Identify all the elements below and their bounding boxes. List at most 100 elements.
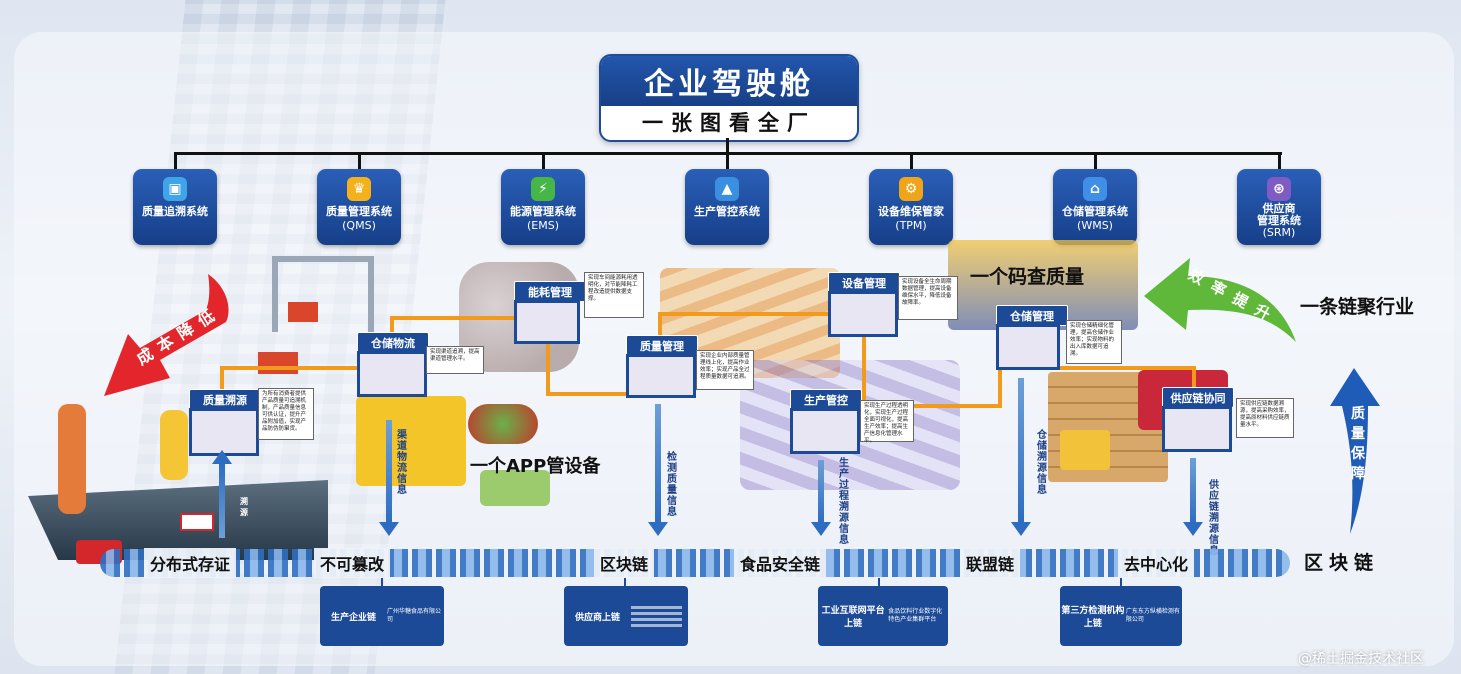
system-card-sublabel: (SRM) xyxy=(1262,226,1296,239)
system-card-label: 供应商 xyxy=(1262,202,1296,215)
flow-label-supply-trace: 供应链溯源信息 xyxy=(1209,480,1219,557)
chain-card-lab[interactable]: 第三方检测机构上链 广东东方纵横检测有限公司 xyxy=(1060,586,1182,646)
flow-label-inspect: 检测质量信息 xyxy=(667,452,677,518)
energy-icon: ⚡ xyxy=(531,177,555,201)
pipe xyxy=(546,392,658,396)
supplier-icon: ⊛ xyxy=(1267,177,1291,201)
system-card-ems[interactable]: ⚡ 能源管理系统 (EMS) xyxy=(501,169,585,245)
tree-branch xyxy=(910,152,913,170)
chain-label: 分布式存证 xyxy=(144,548,237,578)
module-warehouse-screen[interactable] xyxy=(996,324,1060,370)
card-connector xyxy=(1120,578,1122,588)
system-card-tpm[interactable]: ⚙ 设备维保管家 (TPM) xyxy=(869,169,953,245)
module-storage-header: 仓储物流 xyxy=(357,332,429,353)
module-equipment-screen[interactable] xyxy=(828,291,898,337)
pipe xyxy=(862,404,1002,408)
slogan-code: 一个码查质量 xyxy=(970,266,1085,288)
module-equipment-header: 设备管理 xyxy=(828,272,900,293)
tree-branch xyxy=(174,152,177,170)
module-production-screen[interactable] xyxy=(790,408,860,454)
tree-branch xyxy=(358,152,361,170)
pipe xyxy=(998,366,1196,370)
watermark: @稀土掘金技术社区 xyxy=(1298,651,1424,667)
page-title: 企业驾驶舱 xyxy=(601,56,857,106)
module-production-header: 生产管控 xyxy=(790,389,862,410)
efficiency-up-arrow xyxy=(1144,258,1296,342)
production-icon: ▲ xyxy=(715,177,739,201)
chain-label: 食品安全链 xyxy=(734,548,827,578)
chain-card-platform[interactable]: 工业互联网平台上链 食品饮料行业数字化特色产业集群平台 xyxy=(818,586,948,646)
delivery-truck-illustration xyxy=(356,396,466,486)
flow-label-warehouse-trace: 仓储溯源信息 xyxy=(1037,430,1047,496)
system-card-label: 质量追溯系统 xyxy=(142,205,208,218)
chain-card-title: 第三方检测机构上链 xyxy=(1061,606,1125,629)
flow-arrow-up xyxy=(219,462,225,538)
flow-arrow-down xyxy=(1011,378,1031,536)
flow-arrow-up-head xyxy=(212,450,232,464)
container-illustration xyxy=(258,352,298,374)
chain-label: 区块链 xyxy=(594,548,655,578)
chain-card-company: 广东东方纵横检测有限公司 xyxy=(1125,608,1180,623)
chain-card-producer[interactable]: 生产企业链 广州华糖食品有限公司 xyxy=(320,586,444,646)
container-illustration xyxy=(288,302,318,322)
tree-branch xyxy=(726,152,729,170)
module-trace-header: 质量溯源 xyxy=(189,389,261,410)
quality-up-arrow xyxy=(1330,368,1380,534)
pipe xyxy=(546,316,550,396)
chain-card-company: 广州华糖食品有限公司 xyxy=(386,608,441,623)
slogan-app: 一个APP管设备 xyxy=(470,456,601,477)
module-production-note: 实现生产过程透明化，实现生产过程全面可视化，提高生产效率；提高生产信息化管理水平… xyxy=(860,400,914,444)
chain-card-company: 食品饮料行业数字化特色产业集群平台 xyxy=(888,608,943,623)
module-storage-screen[interactable] xyxy=(357,351,427,397)
module-supply-header: 供应链协同 xyxy=(1162,387,1234,408)
system-card-sublabel: (WMS) xyxy=(1077,219,1113,232)
card-connector xyxy=(878,578,880,588)
module-equipment-note: 实现设备全生命周期数据管理，提高设备维保水平，降低设备故障率。 xyxy=(898,276,958,320)
flow-arrow-down xyxy=(379,420,399,536)
cost-down-arrow xyxy=(104,274,229,396)
flow-label-channel: 渠道物流信息 xyxy=(397,430,407,496)
module-supply-screen[interactable] xyxy=(1162,406,1232,452)
chain-card-title: 生产企业链 xyxy=(330,612,376,623)
chain-label: 不可篡改 xyxy=(314,548,391,578)
flow-arrow-down xyxy=(648,404,668,536)
flow-arrow-down xyxy=(1183,458,1203,536)
system-card-sublabel: (EMS) xyxy=(526,219,559,232)
tree-branch xyxy=(542,152,545,170)
tree-trunk xyxy=(726,138,729,154)
module-trace-note: 为所有消费者提供产品质量可追溯机制，产品质量信息可供认证，提升产品附加值，实现产… xyxy=(258,388,314,440)
system-card-wms[interactable]: ⌂ 仓储管理系统 (WMS) xyxy=(1053,169,1137,245)
pipe xyxy=(658,312,862,316)
quality-icon: ♛ xyxy=(347,177,371,201)
system-card-srm[interactable]: ⊛ 供应商 管理系统 (SRM) xyxy=(1237,169,1321,245)
card-connector xyxy=(624,578,626,588)
tree-branch xyxy=(1278,152,1281,170)
system-card-qms[interactable]: ♛ 质量管理系统 (QMS) xyxy=(317,169,401,245)
system-card-label: 质量管理系统 xyxy=(326,205,392,218)
chain-card-supplier[interactable]: 供应商上链 xyxy=(564,586,688,646)
system-card-label: 设备维保管家 xyxy=(878,205,944,218)
module-quality-header: 质量管理 xyxy=(626,335,698,356)
pipe xyxy=(220,366,224,392)
module-energy-screen[interactable] xyxy=(514,300,580,344)
system-card-label: 仓储管理系统 xyxy=(1062,205,1128,218)
van-illustration xyxy=(480,470,550,506)
forklift-illustration xyxy=(1060,430,1110,470)
checkout-sign-illustration xyxy=(180,513,214,531)
warehouse-icon: ⌂ xyxy=(1083,177,1107,201)
maintenance-icon: ⚙ xyxy=(899,177,923,201)
produce-illustration xyxy=(468,404,538,444)
system-card-production[interactable]: ▲ 生产管控系统 xyxy=(685,169,769,245)
chain-card-title: 供应商上链 xyxy=(574,612,620,623)
chain-label: 去中心化 xyxy=(1118,548,1195,578)
module-quality-note: 实现企业内部质量管理线上化，提高作业效率；实现产品全过程质量数据可追溯。 xyxy=(696,350,754,390)
system-card-label: 管理系统 xyxy=(1257,214,1301,227)
cashier-illustration xyxy=(160,410,188,480)
chain-label: 联盟链 xyxy=(960,548,1021,578)
system-card-trace[interactable]: ▣ 质量追溯系统 xyxy=(133,169,217,245)
module-quality-screen[interactable] xyxy=(626,354,696,398)
tree-branch xyxy=(1094,152,1097,170)
module-trace-screen[interactable] xyxy=(189,408,259,456)
system-card-sublabel: (QMS) xyxy=(342,219,376,232)
flow-arrow-down xyxy=(811,460,831,536)
